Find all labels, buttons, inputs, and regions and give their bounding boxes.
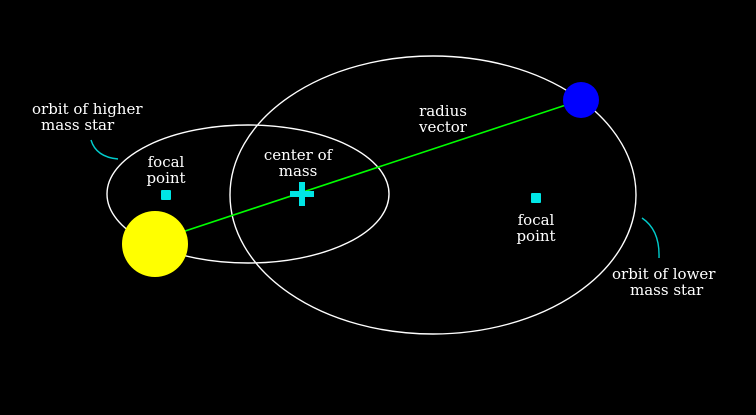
radius-vector-label-line1: radius (419, 102, 467, 120)
center-of-mass-label-line2: mass (278, 162, 318, 180)
focal-point-left-label: focal point (142, 154, 190, 186)
radius-vector-line (154, 99, 582, 242)
orbit-lower-mass-star-label: orbit of lower mass star (612, 266, 715, 298)
focal-point-left-icon (161, 190, 171, 200)
center-of-mass-label-line1: center of (263, 146, 333, 164)
orbit-lower-leader-line (641, 217, 660, 259)
lower-mass-star-icon (563, 82, 599, 118)
orbit-higher-mass-star (106, 124, 390, 264)
center-of-mass-icon (290, 182, 314, 206)
focal-point-right-icon (531, 193, 541, 203)
focal-point-right-label: focal point (510, 212, 562, 244)
orbit-lower-label-line2: mass star (630, 281, 704, 299)
orbit-lower-label-line1: orbit of lower (612, 265, 716, 283)
higher-mass-star-icon (122, 211, 188, 277)
focal-left-label-line1: focal (147, 153, 185, 171)
orbit-higher-label-line1: orbit of higher (32, 100, 143, 118)
radius-vector-label: radius vector (408, 103, 478, 135)
focal-right-label-line2: point (516, 227, 556, 245)
focal-left-label-line2: point (146, 169, 186, 187)
orbit-higher-label-line2: mass star (41, 116, 115, 134)
orbit-higher-mass-star-label: orbit of higher mass star (32, 101, 143, 133)
orbit-lower-mass-star (229, 55, 637, 335)
focal-right-label-line1: focal (517, 211, 555, 229)
radius-vector-label-line2: vector (419, 118, 467, 136)
orbit-higher-leader-line (90, 139, 119, 160)
center-of-mass-label: center of mass (255, 147, 341, 179)
